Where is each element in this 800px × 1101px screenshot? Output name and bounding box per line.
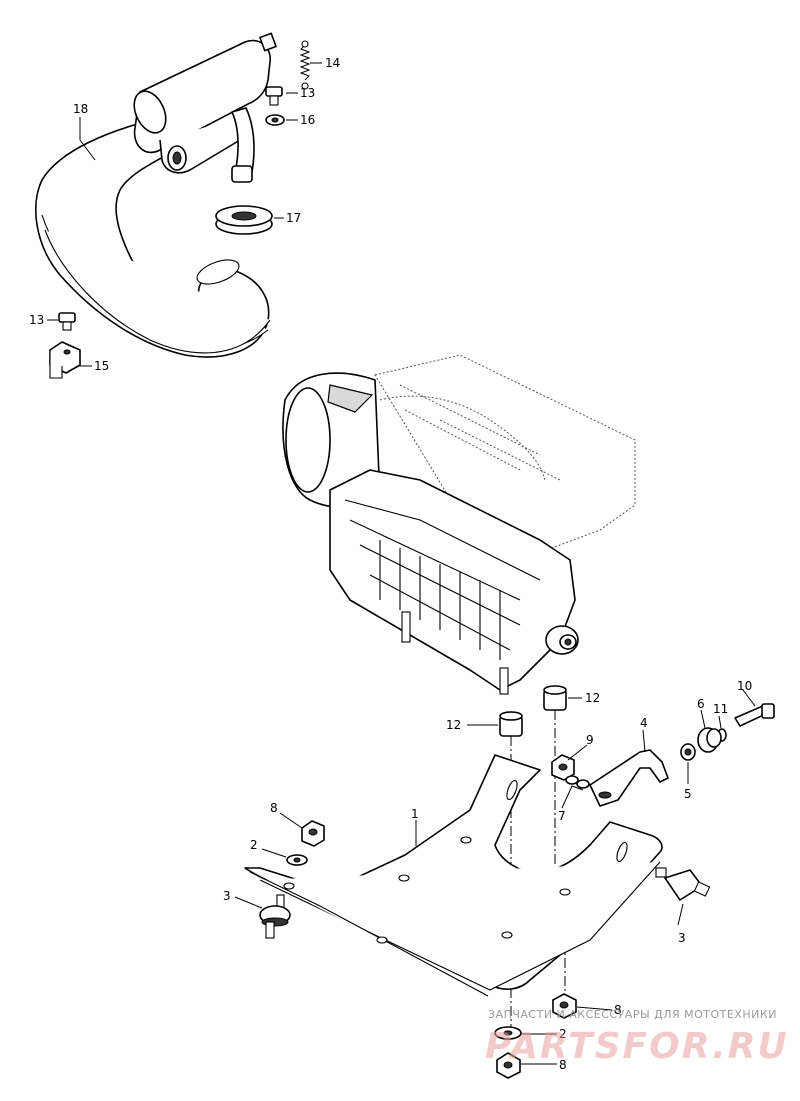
exhaust-pipe — [34, 117, 271, 358]
callout-10: 10 — [737, 679, 752, 693]
callout-3: 3 — [678, 931, 686, 945]
nut — [552, 993, 577, 1019]
callout-7: 7 — [558, 809, 566, 823]
bolt — [734, 703, 775, 727]
spring — [299, 40, 311, 90]
callout-11: 11 — [713, 702, 728, 716]
bracket — [49, 341, 81, 379]
nut — [551, 754, 575, 781]
watermark: ЗАПЧАСТИ И АКСЕССУАРЫ ДЛЯ МОТОТЕХНИКИ PA… — [485, 1008, 789, 1067]
callout-5: 5 — [684, 787, 692, 801]
callout-8: 8 — [559, 1058, 567, 1072]
callout-3: 3 — [223, 889, 231, 903]
bolt — [265, 86, 283, 106]
bracket — [589, 749, 669, 807]
muffler — [133, 32, 277, 183]
callout-6: 6 — [697, 697, 705, 711]
nut — [496, 1052, 521, 1079]
engine — [282, 354, 636, 695]
callout-2: 2 — [250, 838, 258, 852]
callout-14: 14 — [325, 56, 340, 70]
callout-9: 9 — [586, 733, 594, 747]
watermark-logo: PARTSFOR.RU — [485, 1026, 789, 1067]
rubber-damper — [259, 894, 291, 939]
callout-17: 17 — [286, 211, 301, 225]
spacer — [680, 743, 696, 761]
callout-12: 12 — [446, 718, 461, 732]
callout-8: 8 — [614, 1003, 622, 1017]
callout-16: 16 — [300, 113, 315, 127]
callout-13: 13 — [300, 86, 315, 100]
watermark-tagline: ЗАПЧАСТИ И АКСЕССУАРЫ ДЛЯ МОТОТЕХНИКИ — [488, 1008, 777, 1021]
engine-mounting-plate — [244, 754, 663, 997]
callout-1: 1 — [411, 807, 419, 821]
grommet — [215, 205, 273, 235]
callout-15: 15 — [94, 359, 109, 373]
callout-4: 4 — [640, 716, 648, 730]
spacer — [499, 711, 523, 737]
callout-12: 12 — [585, 691, 600, 705]
callout-labels: 1 2 2 3 3 4 5 6 7 8 8 8 9 10 11 12 12 13… — [29, 56, 752, 1072]
bushing — [697, 727, 722, 753]
callout-8: 8 — [270, 801, 278, 815]
rubber-damper — [655, 867, 711, 901]
washer — [565, 775, 579, 785]
washer — [576, 779, 590, 789]
leader-lines — [47, 62, 756, 1065]
callout-13: 13 — [29, 313, 44, 327]
nut — [301, 820, 325, 847]
bolt — [58, 312, 76, 331]
callout-2: 2 — [559, 1027, 567, 1041]
spacer — [543, 685, 567, 711]
callout-18: 18 — [73, 102, 88, 116]
